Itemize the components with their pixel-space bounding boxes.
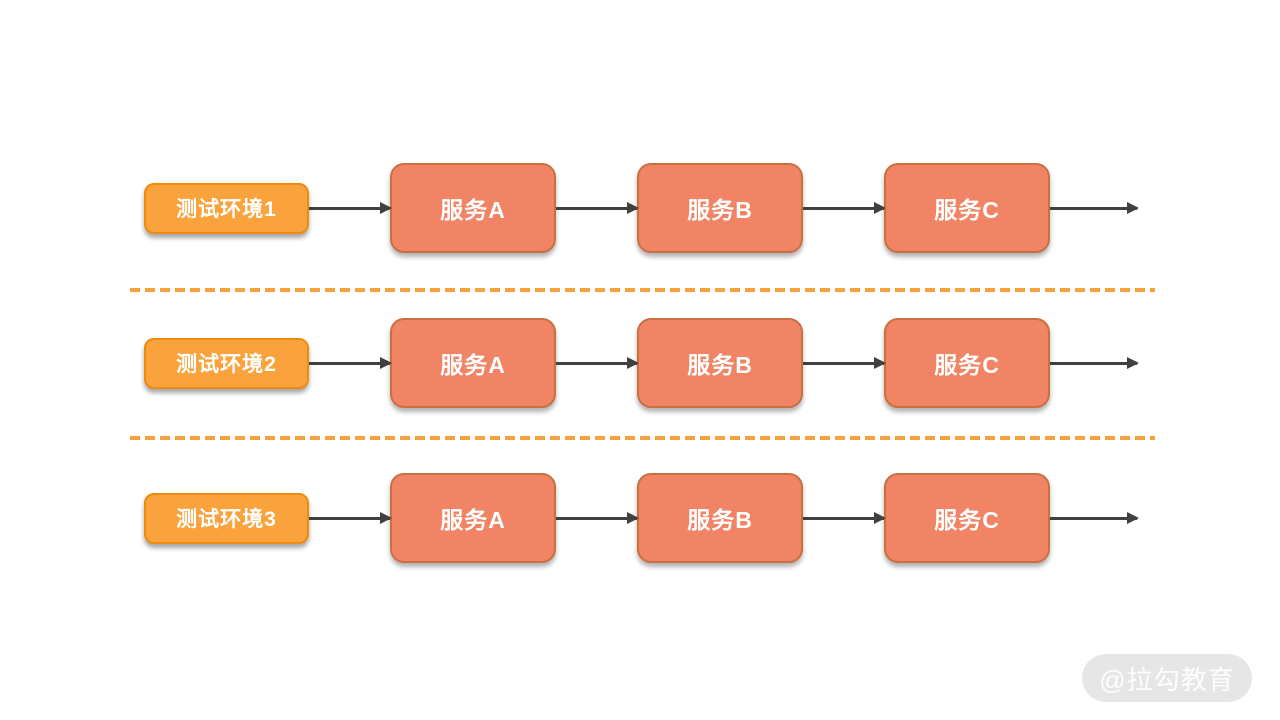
flow-arrow [309,361,390,365]
flow-arrow-tail [1050,206,1137,210]
pipeline-row-env3: 测试环境3 服务A 服务B 服务C [0,473,1280,563]
pipeline-row-env1: 测试环境1 服务A 服务B 服务C [0,163,1280,253]
flow-arrow [556,206,637,210]
flow-arrow [309,206,390,210]
flow-arrow [556,516,637,520]
service-box-c: 服务C [884,163,1050,253]
service-box-a: 服务A [390,163,556,253]
flow-arrow [309,516,390,520]
watermark-badge: @拉勾教育 [1082,654,1252,702]
flow-arrow [803,516,884,520]
env-box-1: 测试环境1 [144,182,309,234]
service-box-b: 服务B [637,473,803,563]
flow-arrow [803,206,884,210]
service-box-c: 服务C [884,318,1050,408]
service-box-b: 服务B [637,163,803,253]
flow-arrow [556,361,637,365]
service-box-a: 服务A [390,318,556,408]
env-box-2: 测试环境2 [144,337,309,389]
service-box-a: 服务A [390,473,556,563]
dashed-divider [130,436,1155,440]
service-box-b: 服务B [637,318,803,408]
flow-arrow-tail [1050,361,1137,365]
flow-arrow [803,361,884,365]
env-box-3: 测试环境3 [144,492,309,544]
flow-arrow-tail [1050,516,1137,520]
service-box-c: 服务C [884,473,1050,563]
dashed-divider [130,288,1155,292]
pipeline-row-env2: 测试环境2 服务A 服务B 服务C [0,318,1280,408]
